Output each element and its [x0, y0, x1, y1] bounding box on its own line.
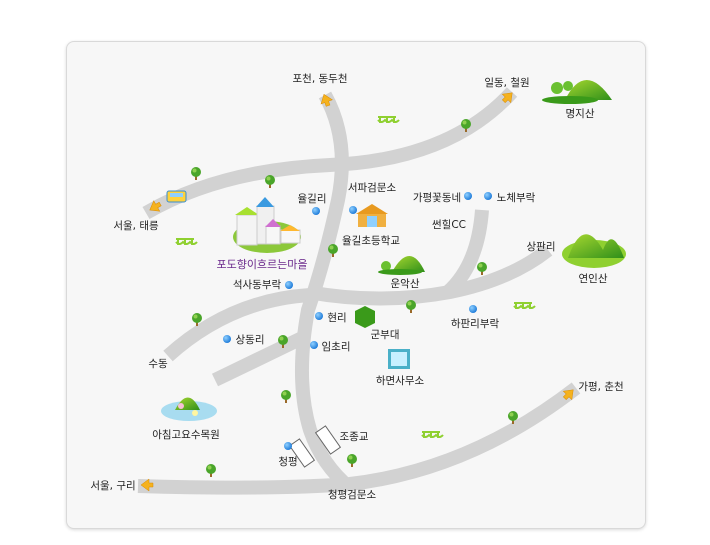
label-ildong: 일동, 철원 — [484, 76, 529, 89]
village-icon — [233, 197, 301, 253]
label-pocheon: 포천, 동두천 — [293, 73, 348, 85]
label-seopa-checkpoint: 서파검문소 — [348, 182, 397, 194]
road-bottom — [137, 382, 581, 495]
label-yulgil: 율길리 — [298, 192, 327, 205]
label-jojong-bridge: 조종교 — [340, 431, 369, 443]
mountain-icon-unak — [378, 256, 425, 275]
mountain-icon-yeonin — [562, 234, 626, 268]
arboretum-icon — [161, 397, 217, 421]
label-hamyeon-office: 하면사무소 — [376, 374, 425, 387]
road-sangdong — [211, 331, 306, 387]
label-myeongji: 명지산 — [566, 108, 595, 120]
military-icon — [355, 306, 375, 328]
label-sangdong: 상동리 — [236, 334, 265, 346]
label-seoul-taereung: 서울, 태릉 — [113, 220, 159, 232]
label-imcho: 임초리 — [322, 340, 351, 353]
label-yeonin: 연인산 — [579, 273, 608, 285]
label-unak: 운악산 — [391, 278, 420, 290]
mountain-icon-myeongji — [542, 80, 612, 104]
bridge-crosswalk — [288, 425, 342, 468]
map-frame — [66, 41, 646, 529]
label-sudong: 수동 — [148, 358, 168, 370]
label-cheongpyeong-checkpoint: 청평검문소 — [328, 489, 377, 501]
label-village: 포도향이흐르는마을 — [216, 258, 307, 271]
label-morning-calm: 아침고요수목원 — [152, 429, 220, 441]
label-sunhill: 썬힐CC — [432, 218, 466, 231]
label-sangpan: 상판리 — [527, 241, 556, 253]
road-middle — [306, 244, 553, 306]
road-sudong — [163, 288, 311, 362]
label-yulgil-school: 율길초등학교 — [342, 234, 400, 247]
label-cheongpyeong: 청평 — [278, 456, 297, 468]
label-seoksadong: 석사동부락 — [233, 279, 282, 291]
school-icon — [356, 204, 388, 227]
bus-icon — [166, 190, 187, 203]
label-seoul-guri: 서울, 구리 — [90, 480, 135, 492]
label-hyeonri: 현리 — [327, 312, 346, 324]
label-kkotdongne: 가평꽃동네 — [413, 192, 461, 204]
label-hapanri: 하판리부락 — [451, 317, 500, 330]
label-military: 군부대 — [371, 329, 400, 341]
label-gapyeong-chuncheon: 가평, 춘천 — [578, 381, 623, 393]
office-building-icon — [388, 349, 410, 369]
label-noche: 노체부락 — [497, 192, 536, 204]
